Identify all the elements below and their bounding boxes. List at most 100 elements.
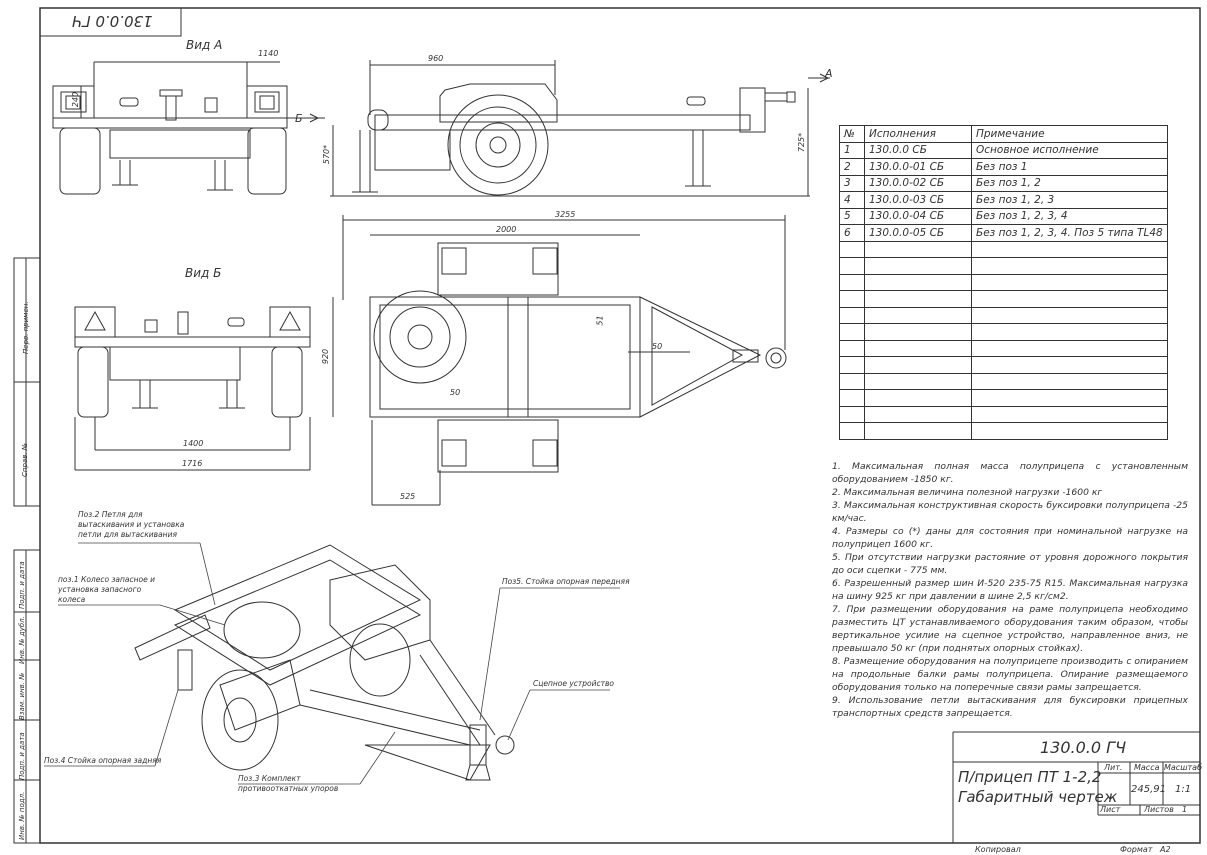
spec-cell xyxy=(971,389,1168,407)
spec-cell xyxy=(839,422,865,440)
note-8: 8. Размещение оборудования на полуприцеп… xyxy=(832,656,1188,693)
view-b-drawing xyxy=(74,306,311,471)
format-label: Формат xyxy=(1120,845,1153,854)
dim-240: 240 xyxy=(71,91,81,108)
note-9: 9. Использование петли вытаскивания для … xyxy=(832,695,1188,719)
spec-cell: 2 xyxy=(839,158,865,176)
dim-725: 725* xyxy=(797,132,807,153)
spec-row xyxy=(839,290,1168,308)
dim-51: 51 xyxy=(595,315,605,326)
spec-cell xyxy=(971,257,1168,275)
dim-570: 570* xyxy=(322,144,332,165)
spec-cell: Без поз 1, 2, 3 xyxy=(971,191,1168,209)
spec-cell xyxy=(971,339,1168,357)
side-inv-dubl: Инв. № дубл. xyxy=(18,616,26,664)
title-sheet-label: Лист xyxy=(1100,805,1121,814)
spec-cell: 130.0.0-04 СБ xyxy=(864,207,972,225)
arrow-a-label: А xyxy=(825,67,833,80)
side-podp-data-2: Подп. и дата xyxy=(18,732,26,780)
spec-cell: Основное исполнение xyxy=(971,141,1168,159)
spec-header-cell: № xyxy=(839,125,865,143)
spec-cell xyxy=(971,273,1168,291)
spec-cell: Без поз 1, 2 xyxy=(971,174,1168,192)
spec-cell: Без поз 1, 2, 3, 4 xyxy=(971,207,1168,225)
view-a-label: Вид А xyxy=(186,38,223,52)
spec-cell xyxy=(971,405,1168,423)
spec-cell xyxy=(839,405,865,423)
spec-row xyxy=(839,372,1168,390)
dim-525: 525 xyxy=(400,492,416,501)
spec-cell xyxy=(864,323,972,341)
note-2: 2. Максимальная величина полезной нагруз… xyxy=(832,487,1103,498)
spec-cell: 130.0.0-02 СБ xyxy=(864,174,972,192)
spec-cell: Без поз 1 xyxy=(971,158,1168,176)
spec-row xyxy=(839,273,1168,291)
dim-1400: 1400 xyxy=(183,439,204,448)
spec-cell xyxy=(971,323,1168,341)
spec-row xyxy=(839,323,1168,341)
spec-cell xyxy=(971,290,1168,308)
spec-cell xyxy=(971,356,1168,374)
spec-row xyxy=(839,257,1168,275)
callout-poz2: Поз.2 Петля для вытаскивания и установка… xyxy=(78,510,185,539)
spec-cell xyxy=(839,273,865,291)
spec-row xyxy=(839,422,1168,440)
dim-920: 920 xyxy=(321,348,331,365)
title-scale-value: 1:1 xyxy=(1175,784,1192,795)
spec-cell xyxy=(864,339,972,357)
spec-cell xyxy=(839,306,865,324)
spec-cell xyxy=(864,257,972,275)
spec-cell xyxy=(864,306,972,324)
view-b-label: Вид Б xyxy=(185,266,222,280)
title-lit-label: Лит. xyxy=(1104,763,1123,772)
note-3: 3. Максимальная конструктивная скорость … xyxy=(832,500,1188,524)
spec-row xyxy=(839,405,1168,423)
spec-cell xyxy=(971,240,1168,258)
arrow-b-label: Б xyxy=(295,112,303,125)
spec-cell xyxy=(864,405,972,423)
callout-poz4: Поз.4 Стойка опорная задняя xyxy=(44,756,162,765)
title-sheets-label: Листов xyxy=(1144,805,1174,814)
spec-cell xyxy=(839,389,865,407)
spec-cell: 4 xyxy=(839,191,865,209)
spec-cell: 6 xyxy=(839,224,865,242)
callout-poz5: Поз5. Стойка опорная передняя xyxy=(502,577,630,586)
spec-header-cell: Исполнения xyxy=(864,125,972,143)
spec-cell: 130.0.0-01 СБ xyxy=(864,158,972,176)
callout-leaders xyxy=(44,542,620,785)
side-podp-data-1: Подп. и дата xyxy=(18,561,26,609)
title-code: 130.0.0 ГЧ xyxy=(1040,738,1127,757)
spec-cell xyxy=(864,389,972,407)
spec-cell xyxy=(971,422,1168,440)
spec-cell xyxy=(864,422,972,440)
callout-coupler: Сцепное устройство xyxy=(533,679,615,688)
spec-cell xyxy=(839,240,865,258)
spec-row xyxy=(839,389,1168,407)
side-view-drawing xyxy=(330,60,830,197)
side-perv-primen: Перв. примен. xyxy=(22,301,30,354)
note-1: 1. Максимальная полная масса полуприцепа… xyxy=(832,461,1188,485)
spec-cell: 5 xyxy=(839,207,865,225)
spec-cell xyxy=(839,290,865,308)
title-name-line2: Габаритный чертеж xyxy=(958,788,1118,806)
spec-cell xyxy=(864,290,972,308)
spec-cell xyxy=(971,306,1168,324)
spec-cell: Без поз 1, 2, 3, 4. Поз 5 типа TL48 xyxy=(971,224,1168,242)
dim-1140: 1140 xyxy=(258,49,279,58)
side-sprav-no: Справ. № xyxy=(21,442,29,477)
spec-cell xyxy=(839,257,865,275)
notes-block: 1. Максимальная полная масса полуприцепа… xyxy=(832,460,1188,720)
title-mass-value: 245,91 xyxy=(1131,784,1166,795)
title-sheets-value: 1 xyxy=(1182,805,1188,814)
spec-row xyxy=(839,240,1168,258)
spec-header-cell: Примечание xyxy=(971,125,1168,143)
isometric-drawing xyxy=(134,544,515,781)
